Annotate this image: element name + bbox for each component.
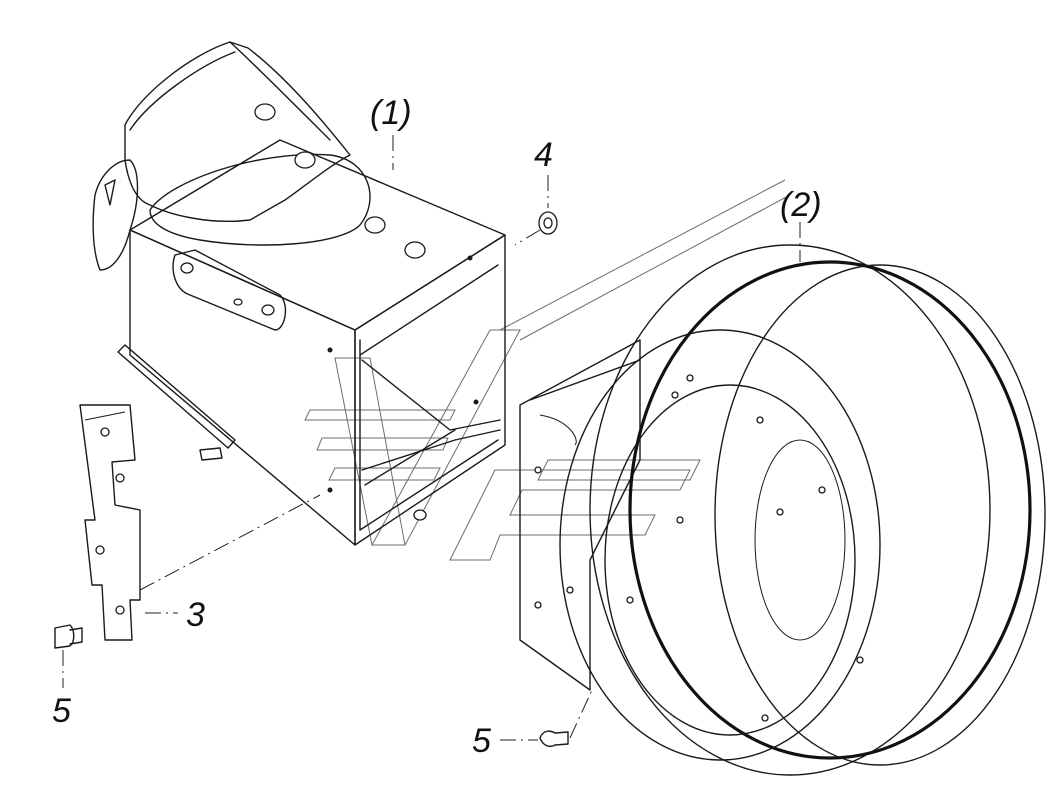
callout-part-2: (2)	[780, 186, 822, 224]
watermark-e-shape	[449, 459, 701, 561]
part-5-pin-bottom	[539, 730, 569, 747]
housing-holes	[327, 255, 479, 521]
watermark-skew-lines	[499, 179, 791, 341]
outer-rim-front	[589, 244, 991, 776]
face-plate	[559, 329, 881, 761]
watermark-logo	[304, 179, 791, 561]
callout-part-1: (1)	[370, 94, 412, 132]
duct-nozzle	[124, 41, 351, 223]
front-mount-plate	[172, 249, 287, 331]
housing-lid	[149, 153, 371, 246]
outer-rim-back	[714, 264, 1046, 766]
part-3-bracket	[79, 404, 141, 641]
part-4-washer	[538, 211, 558, 235]
rim-groove	[628, 260, 1032, 760]
callout-part-5-left: 5	[52, 692, 71, 730]
leader-bracket-to-housing	[139, 494, 321, 591]
callout-part-5-bottom: 5	[472, 722, 491, 760]
housing-box-front	[129, 229, 356, 546]
leader-lines	[62, 135, 801, 741]
part-1-blower-housing	[92, 41, 506, 546]
side-outlet	[92, 159, 139, 271]
part-5-pin-left	[54, 624, 83, 649]
callout-part-3: 3	[186, 596, 205, 634]
leader-washer-to-housing	[514, 229, 541, 246]
callout-part-4: 4	[534, 136, 553, 174]
face-plate-holes	[626, 374, 864, 722]
housing-bosses	[254, 103, 426, 259]
back-plate	[519, 339, 641, 691]
pivot-rod	[117, 344, 236, 449]
leader-pin-to-plate	[569, 689, 593, 739]
watermark-stripes-left	[304, 409, 456, 481]
part-2-fan-housing	[519, 244, 1046, 776]
housing-box-top	[129, 139, 506, 331]
inner-opening	[604, 384, 856, 736]
